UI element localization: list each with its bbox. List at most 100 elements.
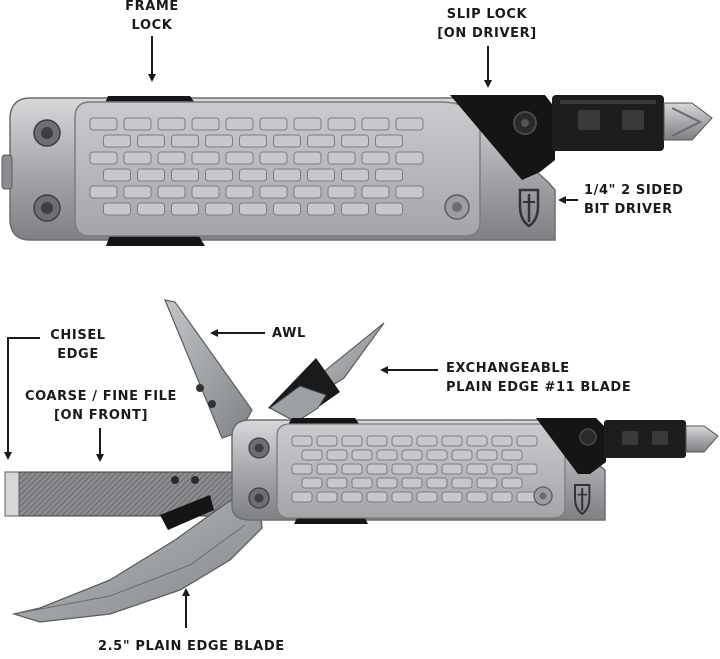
label-chisel-edge-line1: CHISEL	[50, 328, 106, 343]
grip-slot	[375, 134, 403, 148]
grip-slot	[341, 168, 369, 182]
grip-slot	[225, 151, 254, 165]
slip-lock-pivot	[513, 111, 537, 135]
grip-slot	[327, 185, 356, 199]
grip-slot	[239, 134, 267, 148]
grip-slot	[239, 202, 267, 216]
grip-slot	[123, 117, 152, 131]
grip-slot	[426, 449, 448, 461]
grip-slot	[491, 435, 513, 447]
driver-bit-tip	[663, 102, 713, 141]
grip-slot	[441, 435, 463, 447]
grip-slot	[123, 185, 152, 199]
grip-slot	[366, 435, 388, 447]
callout-arrows	[4, 36, 578, 628]
label-slip-lock-line1: SLIP LOCK	[446, 7, 528, 22]
grip-slot	[361, 117, 390, 131]
label-bit-driver-line1: 1/4" 2 SIDED	[584, 183, 684, 198]
label-slip-lock: SLIP LOCK [ON DRIVER]	[428, 5, 546, 43]
grip-slot	[416, 435, 438, 447]
label-frame-lock-line1: FRAME	[125, 0, 179, 14]
grip-slot	[273, 202, 301, 216]
grip-slot	[326, 477, 348, 489]
grip-slot	[307, 202, 335, 216]
grip-slot	[341, 463, 363, 475]
chisel-edge-tip	[4, 471, 20, 517]
grip-slot	[259, 117, 288, 131]
grip-slot	[316, 435, 338, 447]
grip-slot	[293, 185, 322, 199]
grip-slot	[301, 477, 323, 489]
open-multitool	[4, 299, 719, 623]
label-plain-blade: 2.5" PLAIN EDGE BLADE	[98, 637, 285, 656]
grip-slot	[291, 491, 313, 503]
grip-slot	[259, 185, 288, 199]
grip-slot	[441, 491, 463, 503]
plate-screw	[444, 194, 470, 220]
grip-slot	[351, 449, 373, 461]
grip-slot	[205, 168, 233, 182]
grip-slot	[376, 477, 398, 489]
grip-slot	[351, 477, 373, 489]
grip-slot	[466, 463, 488, 475]
grip-slot	[395, 151, 424, 165]
grip-slot	[205, 202, 233, 216]
grip-slot	[341, 491, 363, 503]
label-frame-lock: FRAME LOCK	[114, 0, 190, 35]
grip-slot	[171, 202, 199, 216]
grip-slot	[316, 491, 338, 503]
pivot-screw-bottom	[33, 194, 61, 222]
grip-slot	[273, 134, 301, 148]
grip-slot	[225, 117, 254, 131]
grip-slot	[291, 463, 313, 475]
grip-slot	[376, 449, 398, 461]
grip-slot	[476, 449, 498, 461]
grip-slot	[366, 463, 388, 475]
grip-slot	[441, 463, 463, 475]
grip-slot	[391, 491, 413, 503]
label-exchangeable-blade: EXCHANGEABLE PLAIN EDGE #11 BLADE	[446, 359, 631, 397]
grip-slot	[171, 134, 199, 148]
label-awl: AWL	[272, 324, 306, 343]
label-chisel-edge: CHISEL EDGE	[44, 326, 112, 364]
grip-slot	[361, 151, 390, 165]
grip-slot	[395, 185, 424, 199]
arrow-chisel-edge	[4, 337, 40, 460]
grip-slot	[327, 151, 356, 165]
label-slip-lock-line2: [ON DRIVER]	[437, 26, 537, 41]
grip-slot	[191, 151, 220, 165]
grip-slot	[157, 185, 186, 199]
grip-slot	[451, 449, 473, 461]
grip-slot	[137, 168, 165, 182]
gerber-shield-logo-icon	[573, 483, 591, 516]
grip-slot	[157, 117, 186, 131]
grip-slot	[361, 185, 390, 199]
grip-slot	[103, 202, 131, 216]
grip-slot	[401, 449, 423, 461]
grip-slot	[416, 491, 438, 503]
grip-slot	[451, 477, 473, 489]
bit-driver-holder-open	[604, 420, 686, 458]
grip-slot	[395, 117, 424, 131]
grip-slot	[103, 134, 131, 148]
grip-slot	[89, 185, 118, 199]
lanyard-stub	[1, 154, 13, 190]
grip-slot	[341, 202, 369, 216]
label-bit-driver: 1/4" 2 SIDED BIT DRIVER	[584, 181, 684, 219]
grip-slot	[205, 134, 233, 148]
grip-slot	[341, 435, 363, 447]
label-bit-driver-line2: BIT DRIVER	[584, 202, 673, 217]
grip-slot	[491, 463, 513, 475]
label-file-line1: COARSE / FINE FILE	[24, 389, 178, 404]
grip-slot	[171, 168, 199, 182]
grip-slot	[89, 117, 118, 131]
grip-slot	[273, 168, 301, 182]
grip-slot	[375, 168, 403, 182]
grip-slot	[516, 463, 538, 475]
label-chisel-edge-line2: EDGE	[57, 347, 99, 362]
grip-slot	[316, 463, 338, 475]
grip-slot	[291, 435, 313, 447]
label-plain-blade-line1: 2.5" PLAIN EDGE BLADE	[98, 639, 285, 654]
grip-slot	[391, 435, 413, 447]
